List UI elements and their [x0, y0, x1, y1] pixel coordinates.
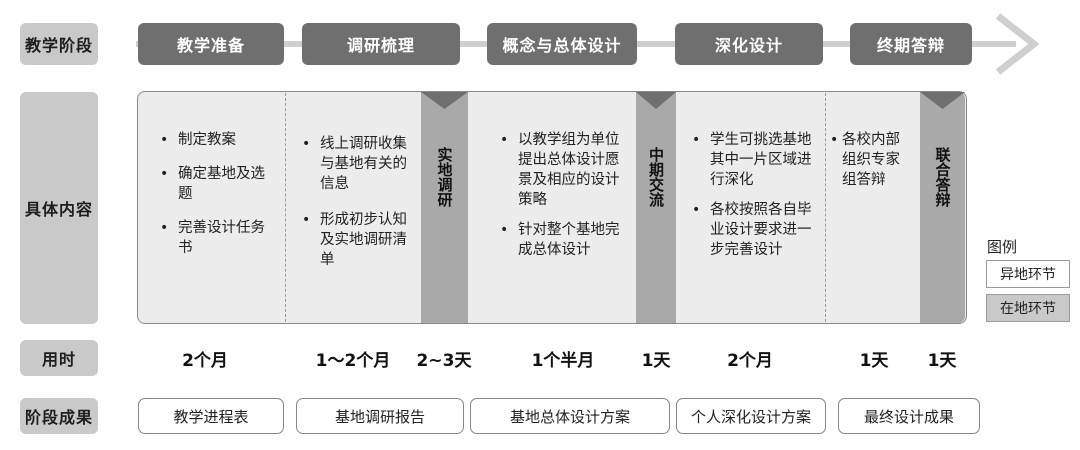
- legend-onsite: 在地环节: [986, 294, 1070, 322]
- duration-5: 1天: [641, 350, 671, 371]
- remote-section-1: •制定教案 •确定基地及选题 •完善设计任务书: [160, 130, 272, 268]
- list-item: •形成初步认知及实地调研清单: [302, 212, 407, 268]
- list-item: •各校按照各自毕业设计要求进一步完善设计: [692, 202, 812, 258]
- remote-section-4: •学生可挑选基地其中一片区域进行深化 •各校按照各自毕业设计要求进一步完善设计: [692, 130, 812, 270]
- row-label-outcome: 阶段成果: [20, 398, 98, 434]
- legend-title: 图例: [987, 238, 1018, 256]
- list-item: •学生可挑选基地其中一片区域进行深化: [692, 132, 812, 188]
- outcome-5: 最终设计成果: [838, 398, 980, 434]
- list-item: •完善设计任务书: [160, 220, 265, 256]
- outcome-4: 个人深化设计方案: [676, 398, 826, 434]
- stage-pill-1: 教学准备: [138, 23, 284, 65]
- list-item: •以教学组为单位提出总体设计愿景及相应的设计策略: [500, 132, 620, 208]
- timeline-arrow-icon: [995, 13, 1040, 75]
- duration-7: 1天: [859, 350, 889, 371]
- field-strip-1: [421, 92, 468, 323]
- row-label-content: 具体内容: [20, 92, 98, 324]
- duration-3: 2~3天: [416, 350, 472, 371]
- outcome-3: 基地总体设计方案: [470, 398, 670, 434]
- field-label-midterm-exchange: 中期交流: [647, 147, 665, 207]
- list-item: •制定教案: [160, 132, 236, 148]
- section-divider: [285, 93, 286, 322]
- notch-triangle-icon: [636, 92, 676, 109]
- section-divider: [825, 93, 826, 322]
- remote-section-2: •线上调研收集与基地有关的信息 •形成初步认知及实地调研清单: [302, 134, 414, 280]
- duration-1: 2个月: [182, 350, 228, 371]
- field-strip-3: [920, 92, 965, 323]
- notch-triangle-icon: [920, 92, 965, 109]
- remote-section-3: •以教学组为单位提出总体设计愿景及相应的设计策略 •针对整个基地完成总体设计: [500, 130, 628, 270]
- stage-pill-5: 终期答辩: [850, 23, 972, 65]
- stage-pill-2: 调研梳理: [302, 23, 460, 65]
- content-panel: [137, 91, 967, 324]
- row-label-stage: 教学阶段: [20, 23, 98, 65]
- duration-6: 2个月: [727, 350, 773, 371]
- outcome-1: 教学进程表: [138, 398, 284, 434]
- row-label-time: 用时: [20, 340, 98, 376]
- list-item: •确定基地及选题: [160, 166, 265, 202]
- list-item: •线上调研收集与基地有关的信息: [302, 136, 407, 192]
- notch-triangle-icon: [421, 92, 468, 109]
- duration-2: 1～2个月: [315, 350, 391, 371]
- outcome-2: 基地调研报告: [296, 398, 464, 434]
- duration-8: 1天: [927, 350, 957, 371]
- field-label-joint-defense: 联合答辩: [933, 147, 952, 207]
- remote-section-5: •各校内部组织专家组答辩: [830, 130, 914, 200]
- duration-4: 1个半月: [531, 350, 595, 371]
- legend-remote: 异地环节: [986, 260, 1070, 288]
- field-strip-2: [636, 92, 676, 323]
- stage-pill-4: 深化设计: [675, 23, 823, 65]
- stage-pill-3: 概念与总体设计: [487, 23, 637, 65]
- list-item: •各校内部组织专家组答辩: [830, 132, 900, 188]
- list-item: •针对整个基地完成总体设计: [500, 222, 620, 258]
- field-label-site-survey: 实地调研: [435, 147, 454, 207]
